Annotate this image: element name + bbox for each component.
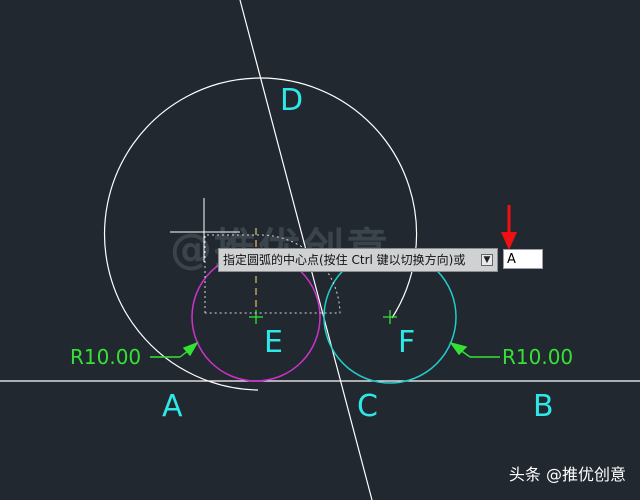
label-c: C (357, 389, 378, 424)
label-d: D (280, 83, 304, 118)
command-input-field[interactable] (503, 249, 543, 269)
crosshair-cursor (170, 198, 240, 262)
command-prompt-text: 指定圆弧的中心点(按住 Ctrl 键以切换方向)或 (223, 253, 466, 267)
command-prompt-tooltip: 指定圆弧的中心点(按住 Ctrl 键以切换方向)或 ▼ (218, 248, 498, 272)
red-arrow-icon (501, 205, 517, 250)
center-mark-f (383, 310, 397, 324)
center-mark-e (249, 310, 263, 324)
down-arrow-icon[interactable]: ▼ (481, 254, 493, 266)
dimension-left: R10.00 (70, 345, 142, 369)
dimension-leader-right (449, 341, 500, 358)
label-e: E (264, 325, 283, 360)
label-a: A (162, 389, 183, 424)
large-arc (103, 77, 418, 391)
dimension-right: R10.00 (502, 345, 574, 369)
label-b: B (533, 389, 554, 424)
label-f: F (398, 325, 416, 360)
dimension-leader-left (150, 341, 199, 358)
footer-attribution: 头条 @推优创意 (508, 465, 626, 484)
